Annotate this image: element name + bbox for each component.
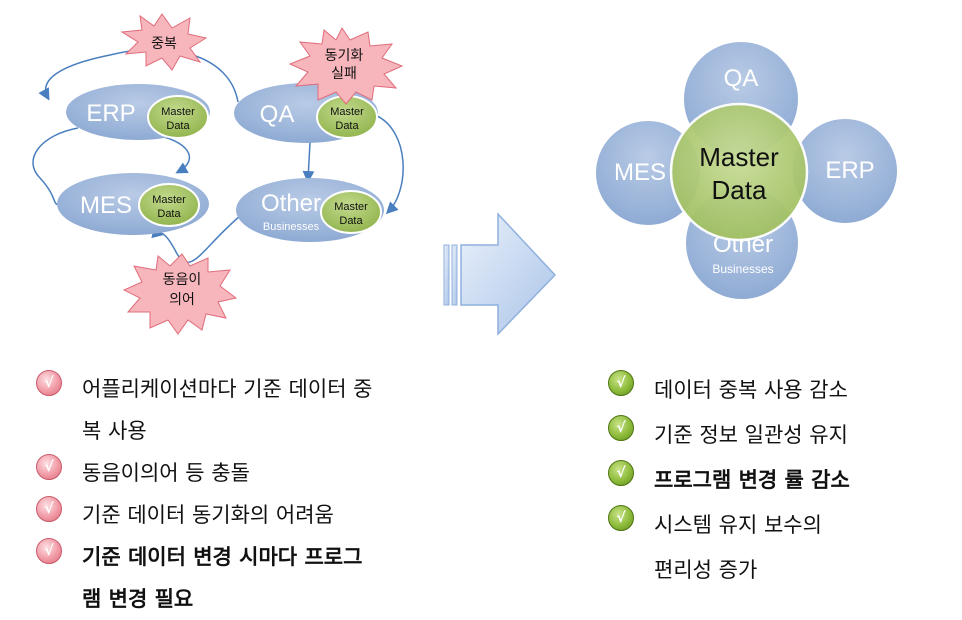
- benefit-item-maintenance: √ 시스템 유지 보수의 편리성 증가: [608, 503, 948, 593]
- badge-qa-line1: Master: [330, 106, 364, 118]
- callout-duplicate-text: 중복: [151, 36, 177, 52]
- connector-erp-to-mes: [32, 127, 79, 206]
- check-bullet-icon: √: [36, 454, 62, 480]
- badge-mes-line1: Master: [152, 194, 186, 206]
- callout-homonym-burst: [122, 253, 238, 335]
- check-bullet-icon: √: [36, 538, 62, 564]
- benefit-item-fewer-program-changes: √ 프로그램 변경 률 감소: [608, 458, 948, 503]
- callout-sync-failure-line1: 동기화: [325, 48, 364, 64]
- check-bullet-icon: √: [608, 460, 634, 486]
- callout-homonym: 동음이 의어: [122, 253, 238, 335]
- problem-item-sync: √ 기준 데이터 동기화의 어려움: [36, 494, 436, 536]
- arrow-body: [460, 212, 557, 336]
- connector-qa-to-other: [302, 141, 315, 183]
- problems-list: √ 어플리케이션마다 기준 데이터 중 복 사용 √ 동음이의어 등 충돌 √ …: [36, 368, 436, 620]
- problem-item-program-change: √ 기준 데이터 변경 시마다 프로그 램 변경 필요: [36, 536, 436, 620]
- connector-qa-to-other-2: [374, 114, 404, 215]
- callout-duplicate: 중복: [120, 13, 208, 71]
- petal-qa-label: QA: [724, 65, 759, 92]
- system-mes-label: MES: [80, 192, 132, 219]
- problem-text-cont: 램 변경 필요: [82, 587, 194, 611]
- benefit-text: 시스템 유지 보수의: [654, 513, 822, 537]
- check-bullet-icon: √: [608, 415, 634, 441]
- system-erp: ERP Master Data: [66, 84, 210, 140]
- check-bullet-icon: √: [608, 505, 634, 531]
- badge-other-line2: Data: [339, 215, 363, 227]
- problem-text: 기준 데이터 동기화의 어려움: [82, 503, 334, 527]
- right-diagram: QA MES ERP Other Businesses Master Data: [594, 40, 899, 301]
- callout-duplicate-burst: [120, 13, 208, 71]
- problem-text-cont: 복 사용: [82, 419, 147, 443]
- badge-erp-line1: Master: [161, 106, 195, 118]
- benefit-item-reduce-duplication: √ 데이터 중복 사용 감소: [608, 368, 948, 413]
- callout-homonym-line1: 동음이: [163, 272, 202, 288]
- benefit-text-cont: 편리성 증가: [654, 558, 758, 582]
- connector-erp-to-mes-2: [149, 133, 190, 174]
- problem-item-homonym: √ 동음이의어 등 충돌: [36, 452, 436, 494]
- benefit-text: 프로그램 변경 률 감소: [654, 468, 850, 492]
- system-other: Other Businesses Master Data: [236, 178, 384, 242]
- badge-other: [320, 190, 382, 234]
- check-bullet-icon: √: [608, 370, 634, 396]
- badge-other-line1: Master: [334, 201, 368, 213]
- problem-text: 동음이의어 등 충돌: [82, 461, 250, 485]
- benefit-text: 기준 정보 일관성 유지: [654, 423, 848, 447]
- benefit-text: 데이터 중복 사용 감소: [654, 378, 848, 402]
- connector-qa-to-erp: [38, 48, 239, 103]
- badge-erp: [147, 95, 209, 139]
- benefits-list: √ 데이터 중복 사용 감소 √ 기준 정보 일관성 유지 √ 프로그램 변경 …: [608, 368, 948, 593]
- center-master-data-line2: Data: [712, 175, 767, 205]
- badge-qa-line2: Data: [335, 120, 359, 132]
- system-erp-label: ERP: [86, 100, 135, 127]
- problem-text: 어플리케이션마다 기준 데이터 중: [82, 377, 373, 401]
- center-master-data: [669, 102, 809, 242]
- badge-erp-line2: Data: [166, 120, 190, 132]
- system-other-label: Other: [261, 190, 321, 217]
- petal-erp-label: ERP: [825, 157, 874, 184]
- center-master-data-line1: Master: [699, 142, 779, 172]
- system-other-sublabel: Businesses: [263, 221, 320, 233]
- system-qa-label: QA: [260, 101, 295, 128]
- check-bullet-icon: √: [36, 370, 62, 396]
- transition-arrow: [443, 212, 557, 336]
- callout-sync-failure-line2: 실패: [331, 66, 357, 82]
- system-mes: MES Master Data: [57, 173, 209, 235]
- badge-mes: [138, 183, 200, 227]
- benefit-item-consistency: √ 기준 정보 일관성 유지: [608, 413, 948, 458]
- callout-homonym-line2: 의어: [169, 292, 195, 308]
- callout-sync-failure-burst: [288, 27, 404, 105]
- petal-mes-label: MES: [614, 159, 666, 186]
- check-bullet-icon: √: [36, 496, 62, 522]
- petal-other-sublabel: Businesses: [712, 262, 773, 276]
- badge-mes-line2: Data: [157, 208, 181, 220]
- callout-sync-failure: 동기화 실패: [288, 27, 404, 105]
- arrow-stripe-1: [443, 244, 450, 306]
- problem-text: 기준 데이터 변경 시마다 프로그: [82, 545, 363, 569]
- problem-item-duplicate-data: √ 어플리케이션마다 기준 데이터 중 복 사용: [36, 368, 436, 452]
- arrow-stripe-2: [451, 244, 458, 306]
